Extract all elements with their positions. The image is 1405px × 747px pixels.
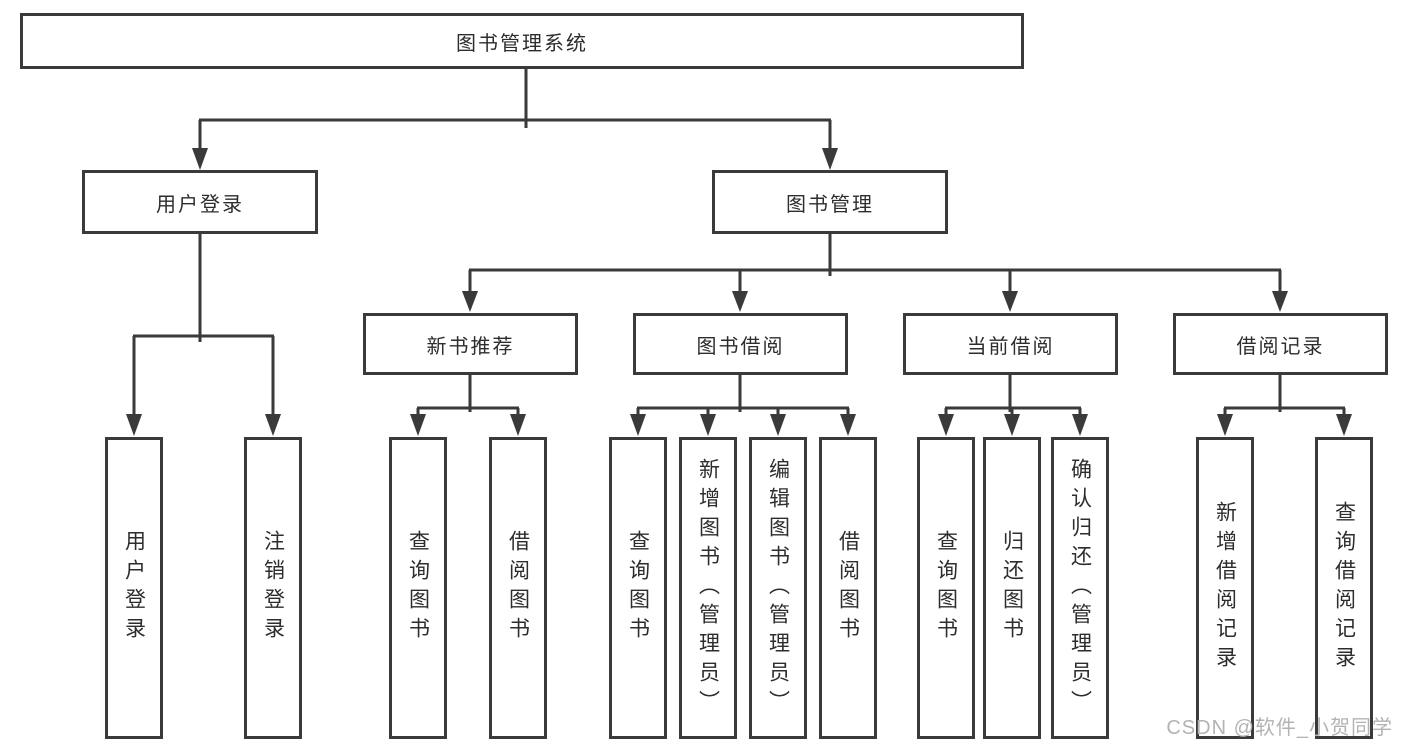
leaf-borrow-query-books: 查询图书 (609, 437, 667, 739)
node-book-borrowing: 图书借阅 (633, 313, 848, 375)
node-label: 查询图书 (934, 530, 958, 646)
watermark: CSDN @软件_小贺同学 (1166, 717, 1393, 739)
node-label: 用户登录 (122, 530, 146, 646)
node-label: 编辑图书（管理员） (766, 457, 790, 719)
node-label: 查询借阅记录 (1332, 501, 1356, 675)
node-label: 归还图书 (1000, 530, 1024, 646)
leaf-current-query-books: 查询图书 (917, 437, 975, 739)
leaf-current-confirm-return-admin: 确认归还（管理员） (1051, 437, 1109, 739)
leaf-records-add-record: 新增借阅记录 (1196, 437, 1254, 739)
node-label: 用户登录 (156, 193, 244, 216)
node-borrowing-records: 借阅记录 (1173, 313, 1388, 375)
leaf-borrow-add-books-admin: 新增图书（管理员） (679, 437, 737, 739)
leaf-newbook-borrow-books: 借阅图书 (489, 437, 547, 739)
arrowheads (126, 148, 1352, 436)
leaf-borrow-edit-books-admin: 编辑图书（管理员） (749, 437, 807, 739)
node-label: 新增借阅记录 (1213, 501, 1237, 675)
node-label: 新增图书（管理员） (696, 457, 720, 719)
node-label: 查询图书 (626, 530, 650, 646)
node-user-login: 用户登录 (82, 170, 318, 234)
node-label: 当前借阅 (966, 335, 1055, 358)
node-root: 图书管理系统 (20, 13, 1024, 69)
leaf-current-return-books: 归还图书 (983, 437, 1041, 739)
node-label: 确认归还（管理员） (1068, 457, 1092, 719)
node-current-borrowing: 当前借阅 (903, 313, 1118, 375)
node-book-management: 图书管理 (712, 170, 948, 234)
node-label: 图书管理系统 (456, 32, 588, 55)
node-label: 查询图书 (406, 530, 430, 646)
leaf-newbook-query-books: 查询图书 (389, 437, 447, 739)
node-label: 注销登录 (261, 530, 285, 646)
node-label: 图书借阅 (696, 335, 785, 358)
leaf-logout: 注销登录 (244, 437, 302, 739)
leaf-user-login: 用户登录 (105, 437, 163, 739)
node-label: 借阅图书 (506, 530, 530, 646)
leaf-borrow-borrow-books: 借阅图书 (819, 437, 877, 739)
leaf-records-query-record: 查询借阅记录 (1315, 437, 1373, 739)
node-label: 图书管理 (786, 193, 874, 216)
node-new-book-recommendation: 新书推荐 (363, 313, 578, 375)
node-label: 借阅图书 (836, 530, 860, 646)
node-label: 新书推荐 (426, 335, 515, 358)
node-label: 借阅记录 (1236, 335, 1325, 358)
